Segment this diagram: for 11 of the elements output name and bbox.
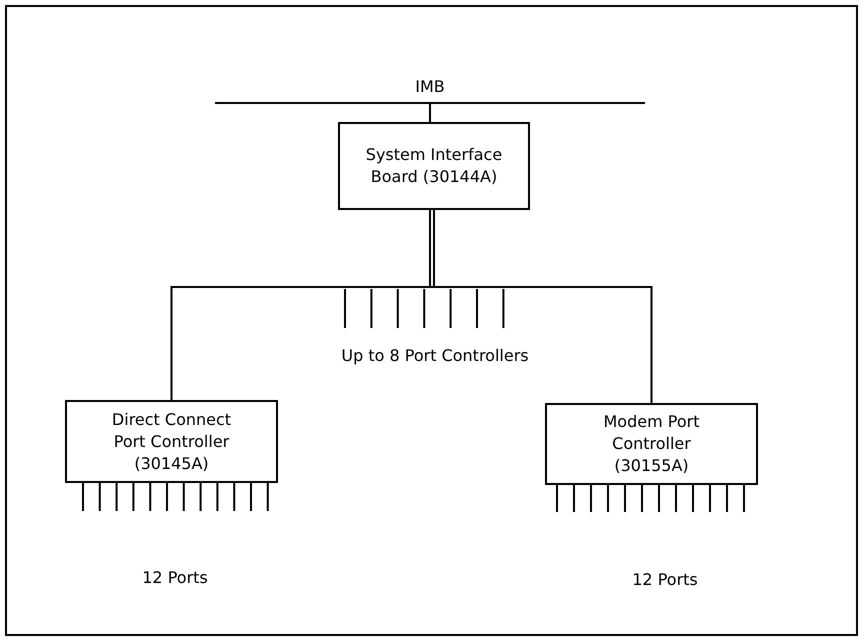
port-count-label: 12 Ports (142, 568, 208, 587)
node-label: IMB (415, 76, 445, 98)
slot-label: Up to 8 Port Controllers (341, 346, 529, 365)
node-label: Direct Connect Port Controller (30145A) (110, 408, 232, 474)
node-label: Modem Port Controller (30155A) (602, 411, 700, 477)
port-count-label: 12 Ports (632, 570, 698, 589)
controller-box (65, 400, 278, 483)
node-label: System Interface Board (30144A) (364, 144, 504, 188)
controller-box (545, 403, 758, 485)
connector-line (433, 210, 652, 403)
board-box (338, 122, 530, 210)
